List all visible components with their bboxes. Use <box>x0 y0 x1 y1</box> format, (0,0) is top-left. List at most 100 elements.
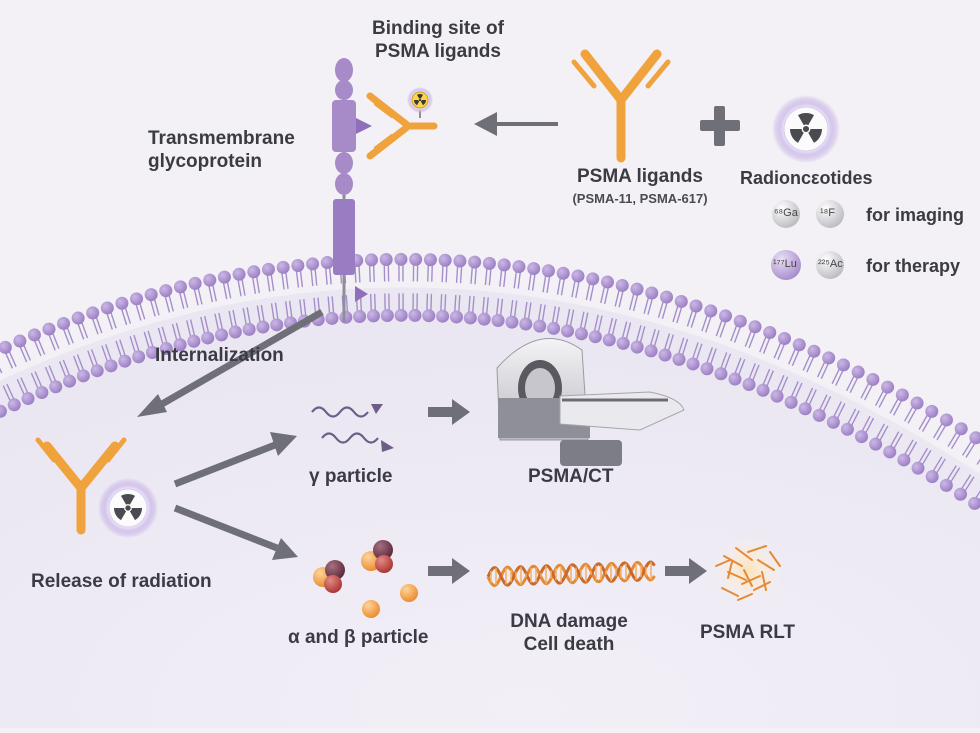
lipid-head-inner <box>243 323 256 336</box>
lipid-head-inner <box>547 322 560 335</box>
lipid-head-outer <box>631 283 644 296</box>
lipid-head-outer <box>793 338 806 351</box>
lipid-head-inner <box>841 423 854 436</box>
lipid-head-outer <box>203 274 216 287</box>
lipid-head-outer <box>881 381 894 394</box>
lipid-head-outer <box>306 257 319 270</box>
lipid-head-inner <box>215 328 228 341</box>
lipid-head-inner <box>408 309 421 322</box>
lipid-head-inner <box>912 462 925 475</box>
transmembrane-label: Transmembrane glycoprotein <box>148 128 295 174</box>
lipid-head-outer <box>616 279 629 292</box>
lipid-head-inner <box>367 309 380 322</box>
lipid-head-outer <box>380 253 393 266</box>
lipid-head-outer <box>807 345 820 358</box>
lipid-head-inner <box>855 430 868 443</box>
lipid-head-inner <box>700 362 713 375</box>
lipid-head-inner <box>422 309 435 322</box>
lipid-head-inner <box>686 357 699 370</box>
lipid-head-inner <box>49 380 62 393</box>
lipid-head-outer <box>837 358 850 371</box>
lu-isotope-label: ¹⁷⁷Lu <box>773 258 797 271</box>
radiation-hub <box>125 505 130 510</box>
lipid-head-outer <box>130 292 143 305</box>
psma-ligand-antibody-icon <box>574 54 668 158</box>
lipid-head-outer <box>645 286 658 299</box>
arrow-icon <box>474 112 558 136</box>
lipid-head-inner <box>575 327 588 340</box>
lipid-head-inner <box>201 331 214 344</box>
psma-ct-label: PSMA/CT <box>528 466 614 489</box>
lipid-head-outer <box>72 312 85 325</box>
psma-ligands-examples: (PSMA-11, PSMA-617) <box>530 191 750 207</box>
lipid-head-outer <box>911 397 924 410</box>
release-of-radiation-label: Release of radiation <box>31 571 212 594</box>
lipid-head-outer <box>512 260 525 273</box>
radionucleotides-label: Radioncεotides <box>740 168 873 190</box>
lipid-head-outer <box>101 301 114 314</box>
lipid-head-inner <box>353 310 366 323</box>
lipid-head-outer <box>542 264 555 277</box>
lipid-head-inner <box>118 355 131 368</box>
lipid-head-outer <box>321 256 334 269</box>
lipid-head-inner <box>533 320 546 333</box>
cell-death-line2: Cell death <box>494 634 644 657</box>
lipid-head-outer <box>763 326 776 339</box>
lipid-head-inner <box>673 353 686 366</box>
lipid-head-outer <box>189 277 202 290</box>
lipid-head-inner <box>395 309 408 322</box>
lipid-head-inner <box>35 386 48 399</box>
lipid-head-outer <box>498 258 511 271</box>
lipid-head-inner <box>940 479 953 492</box>
lipid-head-outer <box>571 269 584 282</box>
lipid-head-outer <box>409 253 422 266</box>
lipid-head-outer <box>586 272 599 285</box>
lipid-head-outer <box>57 317 70 330</box>
for-imaging-label: for imaging <box>866 205 964 227</box>
lipid-head-outer <box>247 265 260 278</box>
psma-rlt-label: PSMA RLT <box>700 622 795 645</box>
lipid-head-outer <box>925 405 938 418</box>
binding-site-line2: PSMA ligands <box>328 41 548 64</box>
lipid-head-outer <box>704 304 717 317</box>
lipid-head-outer <box>778 332 791 345</box>
lipid-head-outer <box>174 280 187 293</box>
lipid-head-outer <box>734 315 747 328</box>
lipid-head-inner <box>603 333 616 346</box>
lipid-head-inner <box>827 416 840 429</box>
lipid-head-inner <box>229 326 242 339</box>
radionucleotide-radiation-icon <box>772 95 840 163</box>
binding-site-line1: Binding site of <box>328 18 548 41</box>
lipid-head-inner <box>799 402 812 415</box>
lipid-head-outer <box>955 422 968 435</box>
transmembrane-line2: glycoprotein <box>148 151 295 174</box>
lipid-head-outer <box>896 388 909 401</box>
for-therapy-label: for therapy <box>866 256 960 278</box>
lipid-head-inner <box>897 453 910 466</box>
lipid-head-inner <box>381 309 394 322</box>
lipid-head-inner <box>631 341 644 354</box>
lipid-head-outer <box>424 253 437 266</box>
lipid-head-inner <box>436 310 449 323</box>
lipid-head-inner <box>714 367 727 380</box>
lipid-head-inner <box>256 320 269 333</box>
lipid-head-outer <box>468 256 481 269</box>
lipid-head-outer <box>13 335 26 348</box>
transmembrane-glycoprotein <box>332 58 372 322</box>
lipid-head-outer <box>675 295 688 308</box>
lipid-head-inner <box>785 396 798 409</box>
lipid-head-outer <box>42 323 55 336</box>
lipid-head-outer <box>277 261 290 274</box>
lipid-head-inner <box>505 316 518 329</box>
lipid-head-inner <box>645 344 658 357</box>
ac-isotope-label: ²²⁵Ac <box>818 258 843 271</box>
fragmented-dna-icon <box>714 536 782 604</box>
lipid-head-inner <box>617 337 630 350</box>
lipid-head-inner <box>63 375 76 388</box>
lipid-head-outer <box>940 413 953 426</box>
lipid-head-inner <box>105 359 118 372</box>
lipid-head-inner <box>771 390 784 403</box>
dna-damage-label: DNA damage Cell death <box>494 611 644 657</box>
